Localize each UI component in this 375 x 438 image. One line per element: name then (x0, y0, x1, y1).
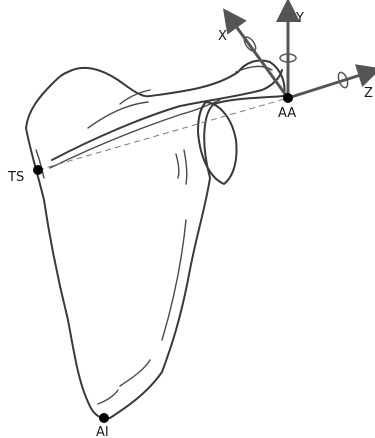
landmark-aa-label: AA (278, 106, 296, 121)
inferior-detail-1 (120, 360, 150, 386)
acromion-spine (52, 70, 282, 160)
x-axis-label: X (218, 29, 227, 44)
landmark-ts-label: TS (7, 170, 24, 185)
spine-ridge (50, 100, 220, 168)
z-axis-label: Z (364, 86, 373, 101)
landmark-aa-dot (283, 93, 293, 103)
landmark-ai-dot (99, 413, 109, 423)
inferior-detail-2 (98, 390, 118, 404)
fossa-detail-2 (184, 150, 187, 184)
lateral-border-detail (162, 220, 186, 340)
ts-aa-line (38, 98, 288, 170)
fossa-detail-1 (176, 154, 179, 178)
z-axis-line (288, 72, 370, 98)
spine-detail-1 (88, 102, 148, 128)
landmark-ai-label: AI (96, 425, 109, 438)
y-axis-label: Y (295, 11, 304, 26)
landmark-ts-dot (33, 165, 43, 175)
